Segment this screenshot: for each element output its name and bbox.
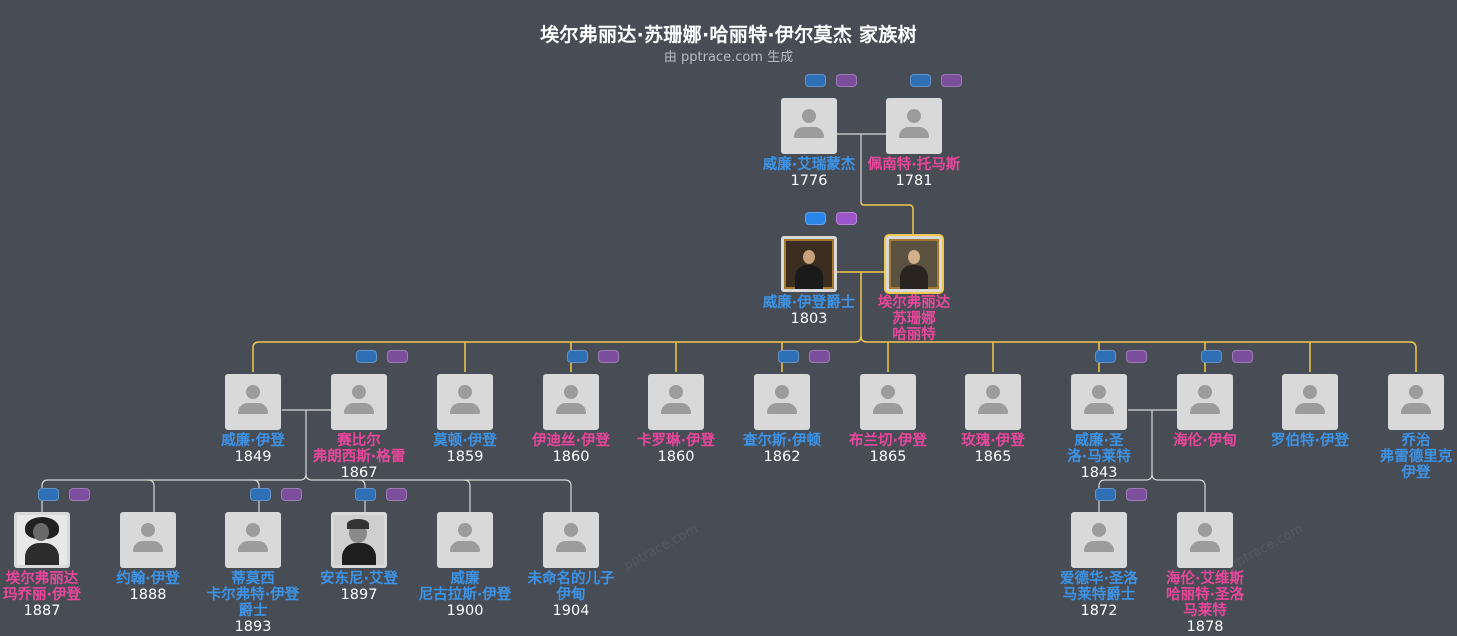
avatar-placeholder-icon <box>781 98 837 154</box>
father-toggle[interactable] <box>355 488 376 501</box>
person-name: 海伦·艾维斯 <box>1137 571 1273 587</box>
person-year: 1781 <box>846 173 982 190</box>
portrait-photo <box>781 236 837 292</box>
portrait-photo <box>14 512 70 568</box>
mother-toggle[interactable] <box>1126 488 1147 501</box>
avatar-placeholder-icon <box>437 512 493 568</box>
person-year: 1893 <box>185 619 321 636</box>
father-toggle[interactable] <box>778 350 799 363</box>
mother-toggle[interactable] <box>836 212 857 225</box>
person-name: 哈丽特·圣洛 <box>1137 587 1273 603</box>
person-name: 佩南特·托马斯 <box>846 157 982 173</box>
mother-toggle[interactable] <box>598 350 619 363</box>
father-toggle[interactable] <box>250 488 271 501</box>
person-year: 1867 <box>291 465 427 482</box>
avatar-placeholder-icon <box>965 374 1021 430</box>
father-toggle[interactable] <box>38 488 59 501</box>
person-name: 伊登 <box>1348 465 1457 481</box>
avatar-placeholder-icon <box>225 512 281 568</box>
person-name: 埃尔弗丽达 <box>846 295 982 311</box>
mother-toggle[interactable] <box>69 488 90 501</box>
avatar-placeholder-icon <box>543 512 599 568</box>
mother-toggle[interactable] <box>809 350 830 363</box>
person-name: 马莱特 <box>1137 603 1273 619</box>
avatar-placeholder-icon <box>331 374 387 430</box>
mother-toggle[interactable] <box>1126 350 1147 363</box>
person-name: 弗雷德里克 <box>1348 449 1457 465</box>
person-name: 未命名的儿子 <box>503 571 639 587</box>
avatar-placeholder-icon <box>1388 374 1444 430</box>
avatar-placeholder-icon <box>120 512 176 568</box>
avatar-placeholder-icon <box>1071 374 1127 430</box>
father-toggle[interactable] <box>805 212 826 225</box>
mother-toggle[interactable] <box>941 74 962 87</box>
person-year: 1904 <box>503 603 639 620</box>
mother-toggle[interactable] <box>1232 350 1253 363</box>
portrait-photo <box>331 512 387 568</box>
person-name: 爵士 <box>185 603 321 619</box>
person-year: 1887 <box>0 603 110 620</box>
person-year: 1843 <box>1031 465 1167 482</box>
avatar-placeholder-icon <box>543 374 599 430</box>
avatar-placeholder-icon <box>1071 512 1127 568</box>
person-name: 乔治 <box>1348 433 1457 449</box>
father-toggle[interactable] <box>910 74 931 87</box>
avatar-placeholder-icon <box>437 374 493 430</box>
person-name: 洛·马莱特 <box>1031 449 1167 465</box>
person-name: 苏珊娜 <box>846 311 982 327</box>
mother-toggle[interactable] <box>281 488 302 501</box>
avatar-placeholder-icon <box>1177 374 1233 430</box>
avatar-placeholder-icon <box>886 98 942 154</box>
portrait-photo <box>886 236 942 292</box>
avatar-placeholder-icon <box>648 374 704 430</box>
father-toggle[interactable] <box>567 350 588 363</box>
mother-toggle[interactable] <box>836 74 857 87</box>
mother-toggle[interactable] <box>387 350 408 363</box>
avatar-placeholder-icon <box>225 374 281 430</box>
person-year: 1878 <box>1137 619 1273 636</box>
father-toggle[interactable] <box>805 74 826 87</box>
mother-toggle[interactable] <box>386 488 407 501</box>
father-toggle[interactable] <box>356 350 377 363</box>
avatar-placeholder-icon <box>1282 374 1338 430</box>
father-toggle[interactable] <box>1095 350 1116 363</box>
avatar-placeholder-icon <box>1177 512 1233 568</box>
person-name: 伊甸 <box>503 587 639 603</box>
father-toggle[interactable] <box>1201 350 1222 363</box>
father-toggle[interactable] <box>1095 488 1116 501</box>
avatar-placeholder-icon <box>860 374 916 430</box>
person-name: 哈丽特 <box>846 327 982 343</box>
avatar-placeholder-icon <box>754 374 810 430</box>
